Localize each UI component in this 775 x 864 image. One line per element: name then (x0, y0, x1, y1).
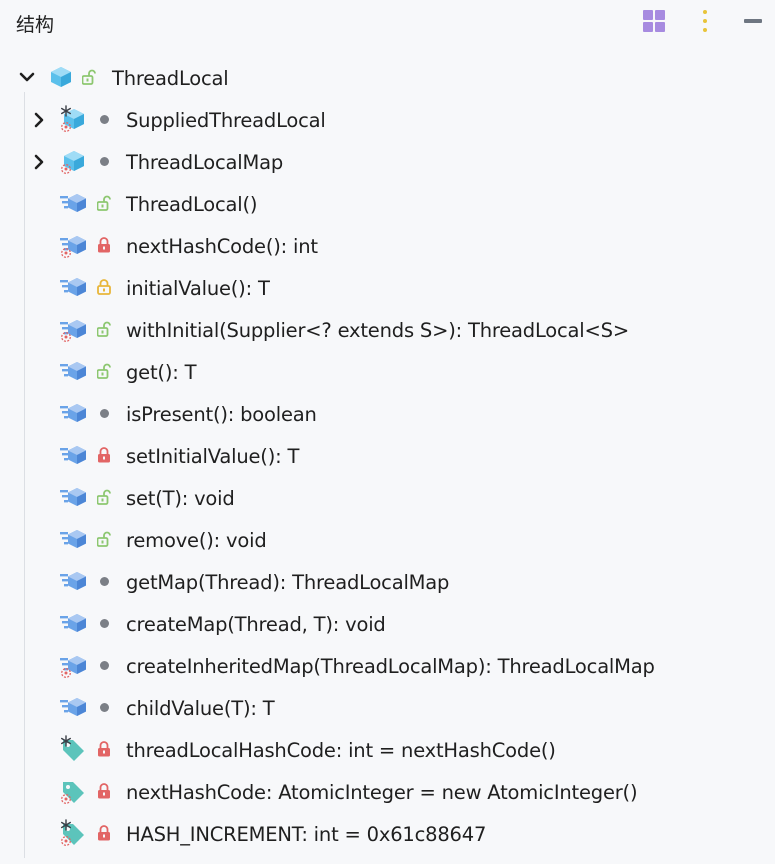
field-icon (60, 779, 86, 804)
method-tree-item[interactable]: ThreadLocal() (0, 182, 775, 224)
public-unlock-icon (81, 69, 96, 85)
protected-lock-icon (97, 279, 111, 295)
method-icon (60, 695, 86, 719)
field-tree-item[interactable]: threadLocalHashCode: int = nextHashCode(… (0, 728, 775, 770)
method-icon (60, 443, 86, 467)
package-visibility-icon (100, 577, 109, 586)
public-unlock-icon (96, 321, 111, 337)
field-label: nextHashCode: AtomicInteger = new Atomic… (126, 781, 638, 804)
method-tree-item[interactable]: set(T): void (0, 476, 775, 518)
method-label: withInitial(Supplier<? extends S>): Thre… (126, 319, 629, 342)
method-label: nextHashCode(): int (126, 235, 318, 258)
class-icon (48, 65, 74, 89)
panel-title: 结构 (16, 14, 55, 36)
method-tree-item[interactable]: createInheritedMap(ThreadLocalMap): Thre… (0, 644, 775, 686)
class-tree-item[interactable]: ThreadLocalMap (0, 140, 775, 182)
field-icon (60, 735, 86, 761)
method-tree-item[interactable]: get(): T (0, 350, 775, 392)
method-tree-item[interactable]: createMap(Thread, T): void (0, 602, 775, 644)
package-visibility-icon (100, 619, 109, 628)
method-icon (60, 359, 86, 383)
more-options-button[interactable] (692, 8, 718, 34)
method-icon (60, 191, 86, 215)
method-label: ThreadLocal() (126, 193, 258, 216)
field-tree-item[interactable]: HASH_INCREMENT: int = 0x61c88647 (0, 812, 775, 854)
public-unlock-icon (96, 531, 111, 547)
method-label: createInheritedMap(ThreadLocalMap): Thre… (126, 655, 655, 678)
minimize-button[interactable] (740, 8, 766, 34)
method-tree-item[interactable]: getMap(Thread): ThreadLocalMap (0, 560, 775, 602)
class-label: ThreadLocalMap (126, 151, 284, 174)
package-visibility-icon (100, 409, 109, 418)
chevron-right-icon[interactable] (33, 154, 47, 170)
tree-root-label: ThreadLocal (112, 67, 229, 90)
panel-header: 结构 (0, 0, 775, 44)
private-lock-icon (97, 825, 111, 841)
method-label: setInitialValue(): T (126, 445, 300, 468)
private-lock-icon (97, 237, 111, 253)
method-icon (60, 401, 86, 425)
chevron-down-icon[interactable] (19, 70, 35, 84)
field-label: threadLocalHashCode: int = nextHashCode(… (126, 739, 556, 762)
package-visibility-icon (100, 661, 109, 670)
package-visibility-icon (100, 115, 109, 124)
class-label: SuppliedThreadLocal (126, 109, 326, 132)
method-tree-item[interactable]: childValue(T): T (0, 686, 775, 728)
class-icon (60, 105, 86, 132)
method-icon (60, 233, 86, 258)
method-label: remove(): void (126, 529, 267, 552)
method-tree-item[interactable]: nextHashCode(): int (0, 224, 775, 266)
method-tree-item[interactable]: setInitialValue(): T (0, 434, 775, 476)
method-icon (60, 527, 86, 551)
method-tree-item[interactable]: isPresent(): boolean (0, 392, 775, 434)
method-icon (60, 485, 86, 509)
method-icon (60, 569, 86, 593)
method-tree-item[interactable]: remove(): void (0, 518, 775, 560)
chevron-right-icon[interactable] (33, 112, 47, 128)
method-icon (60, 317, 86, 342)
method-icon (60, 275, 86, 299)
package-visibility-icon (100, 157, 109, 166)
field-tree-item[interactable]: nextHashCode: AtomicInteger = new Atomic… (0, 770, 775, 812)
method-tree-item[interactable]: initialValue(): T (0, 266, 775, 308)
method-label: isPresent(): boolean (126, 403, 317, 426)
method-label: childValue(T): T (126, 697, 275, 720)
class-icon (60, 149, 86, 174)
method-tree-item[interactable]: withInitial(Supplier<? extends S>): Thre… (0, 308, 775, 350)
class-tree-item[interactable]: SuppliedThreadLocal (0, 98, 775, 140)
method-label: set(T): void (126, 487, 235, 510)
method-icon (60, 611, 86, 635)
package-visibility-icon (100, 703, 109, 712)
private-lock-icon (97, 447, 111, 463)
tree-root-item[interactable]: ThreadLocal (0, 56, 775, 98)
public-unlock-icon (96, 363, 111, 379)
private-lock-icon (97, 783, 111, 799)
tree-guide-line (24, 92, 25, 858)
field-label: HASH_INCREMENT: int = 0x61c88647 (126, 823, 487, 846)
method-label: get(): T (126, 361, 197, 384)
method-icon (60, 653, 86, 678)
private-lock-icon (97, 741, 111, 757)
public-unlock-icon (96, 195, 111, 211)
method-label: initialValue(): T (126, 277, 270, 300)
public-unlock-icon (96, 489, 111, 505)
method-label: getMap(Thread): ThreadLocalMap (126, 571, 450, 594)
method-label: createMap(Thread, T): void (126, 613, 386, 636)
layout-grid-button[interactable] (641, 8, 667, 34)
field-icon (60, 819, 86, 846)
